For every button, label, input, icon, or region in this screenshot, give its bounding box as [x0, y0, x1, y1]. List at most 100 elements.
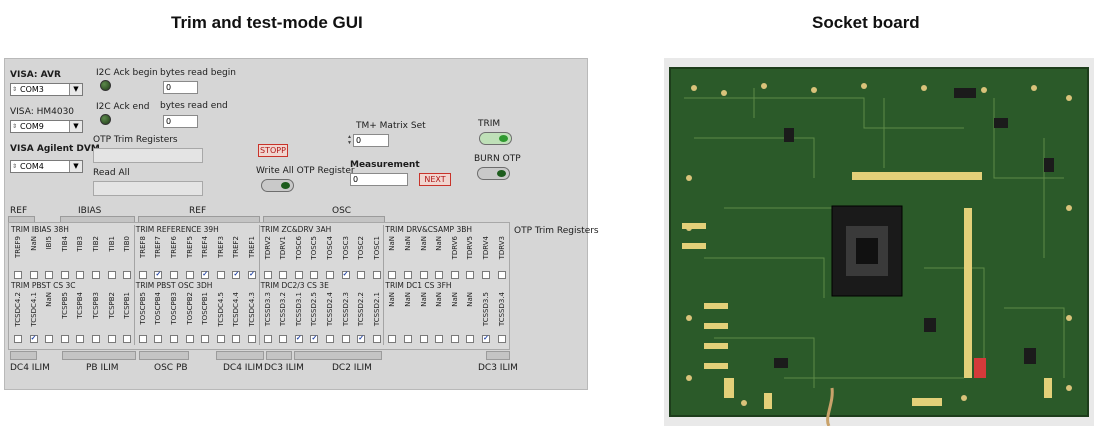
bit-checkbox[interactable]: ✓ — [294, 335, 303, 343]
bit-label-text: TOSC1 — [372, 236, 381, 260]
bit-checkbox[interactable] — [45, 271, 54, 279]
bit-checkbox[interactable] — [170, 335, 178, 343]
bit-checkbox[interactable] — [60, 335, 69, 343]
bit-checkbox[interactable] — [123, 335, 132, 343]
bit-checkbox[interactable]: ✓ — [29, 335, 38, 343]
bit-checkbox[interactable] — [185, 271, 194, 279]
tab-pb-ilim[interactable] — [62, 351, 136, 360]
bit-checkbox[interactable] — [29, 271, 38, 279]
bit-checkbox[interactable] — [45, 335, 54, 343]
tab-dc2-ilim[interactable] — [294, 351, 382, 360]
bit-checkbox[interactable] — [14, 335, 22, 343]
bit-checkbox[interactable]: ✓ — [310, 335, 319, 343]
bit-checkbox[interactable] — [138, 271, 147, 279]
bit-label: TDRV2 — [261, 235, 275, 267]
bit-label-text: NaN — [466, 292, 475, 307]
tab-dc3-ilim[interactable] — [266, 351, 292, 360]
bit-checkbox[interactable] — [92, 335, 100, 343]
bit-checkbox[interactable] — [419, 271, 428, 279]
bit-checkbox[interactable] — [388, 335, 397, 343]
bit-label-text: TOSC4 — [326, 236, 334, 260]
bit-checkbox[interactable] — [388, 271, 397, 279]
bit-checkbox[interactable] — [450, 335, 459, 343]
bit-checkbox[interactable] — [326, 271, 334, 279]
tab-dc4-ilim-2[interactable] — [216, 351, 264, 360]
stop-button[interactable]: STOPP — [258, 144, 288, 157]
tab-dc3-ilim-2[interactable] — [486, 351, 510, 360]
bit-checkbox[interactable] — [279, 335, 288, 343]
bit-checkbox[interactable] — [497, 271, 506, 279]
read-all-field[interactable] — [93, 181, 203, 196]
bit-checkbox[interactable] — [466, 271, 475, 279]
bit-checkbox[interactable]: ✓ — [248, 271, 256, 279]
bit-checkbox[interactable] — [310, 271, 319, 279]
bit-checkbox[interactable] — [326, 335, 334, 343]
bit-checkbox[interactable]: ✓ — [341, 271, 350, 279]
bit-label-text: TOSC5 — [310, 236, 319, 260]
tm-matrix-set-field[interactable]: 0 — [353, 134, 389, 147]
bit-checkbox[interactable] — [232, 335, 241, 343]
bit-checkbox[interactable]: ✓ — [357, 335, 366, 343]
bit-checkbox[interactable] — [404, 271, 412, 279]
bit-checkbox[interactable] — [76, 335, 85, 343]
bit-checkbox[interactable] — [419, 335, 428, 343]
bit-checkbox[interactable] — [372, 335, 381, 343]
bit-checkbox[interactable] — [216, 335, 225, 343]
bit-checkbox[interactable]: ✓ — [482, 335, 490, 343]
bit-label-text: TCSPB5 — [60, 292, 69, 319]
bit-label-text: NaN — [404, 236, 412, 251]
measurement-label: Measurement — [350, 160, 420, 170]
bit-checkbox[interactable] — [154, 335, 163, 343]
bit-checkbox[interactable]: ✓ — [232, 271, 241, 279]
bit-checkbox[interactable]: ✓ — [154, 271, 163, 279]
bit-label-text: NaN — [450, 292, 459, 307]
visa-avr-select[interactable]: ⇕COM3▼ — [10, 83, 83, 96]
next-button[interactable]: NEXT — [419, 173, 451, 186]
tab-dc4-ilim[interactable] — [10, 351, 37, 360]
bit-checkbox[interactable] — [60, 271, 69, 279]
dropdown-arrow-icon[interactable]: ▼ — [69, 161, 82, 172]
bit-checkbox[interactable] — [482, 271, 490, 279]
bit-checkbox[interactable] — [466, 335, 475, 343]
bit-checkbox[interactable] — [279, 271, 288, 279]
bit-checkbox[interactable] — [263, 335, 272, 343]
bit-checkbox[interactable] — [450, 271, 459, 279]
tm-matrix-stepper[interactable]: ▲▼ — [347, 134, 352, 146]
bit-checkbox[interactable] — [138, 335, 147, 343]
tab-pb-ilim-label: PB ILIM — [86, 363, 119, 373]
bit-checkbox[interactable] — [107, 271, 116, 279]
bit-checkbox[interactable] — [357, 271, 366, 279]
bit-checkbox[interactable] — [497, 335, 506, 343]
bit-checkbox[interactable] — [435, 271, 444, 279]
bit-checkbox[interactable] — [107, 335, 116, 343]
dropdown-arrow-icon[interactable]: ▼ — [69, 84, 82, 95]
bit-label-text: TCSSD2.1 — [372, 292, 381, 327]
bit-checkbox[interactable] — [123, 271, 132, 279]
bit-checkbox[interactable] — [76, 271, 85, 279]
bit-label-text: TREF2 — [232, 236, 241, 259]
burn-otp-button[interactable] — [477, 167, 510, 180]
bit-checkbox[interactable] — [248, 335, 256, 343]
otp-trim-registers-field — [93, 148, 203, 163]
bit-checkbox[interactable] — [185, 335, 194, 343]
bit-checkbox[interactable] — [216, 271, 225, 279]
trim-button[interactable] — [479, 132, 512, 145]
bit-checkbox[interactable] — [435, 335, 444, 343]
bit-checkbox[interactable] — [170, 271, 178, 279]
bit-checkbox[interactable] — [92, 271, 100, 279]
bit-label-text: TREF7 — [154, 236, 163, 259]
bit-checkbox[interactable] — [341, 335, 350, 343]
visa-agilent-dvm-select[interactable]: ⇕COM4▼ — [10, 160, 83, 173]
bit-checkbox[interactable] — [404, 335, 412, 343]
bit-checkbox[interactable] — [201, 335, 210, 343]
bit-checkbox[interactable] — [263, 271, 272, 279]
bit-checkbox[interactable] — [294, 271, 303, 279]
bit-checkbox[interactable] — [14, 271, 22, 279]
visa-hm4030-select[interactable]: ⇕COM9▼ — [10, 120, 83, 133]
burn-otp-label: BURN OTP — [474, 154, 521, 164]
tab-osc-pb[interactable] — [139, 351, 189, 360]
dropdown-arrow-icon[interactable]: ▼ — [69, 121, 82, 132]
bit-checkbox[interactable]: ✓ — [201, 271, 210, 279]
bit-checkbox[interactable] — [372, 271, 381, 279]
write-all-otp-button[interactable] — [261, 179, 294, 192]
